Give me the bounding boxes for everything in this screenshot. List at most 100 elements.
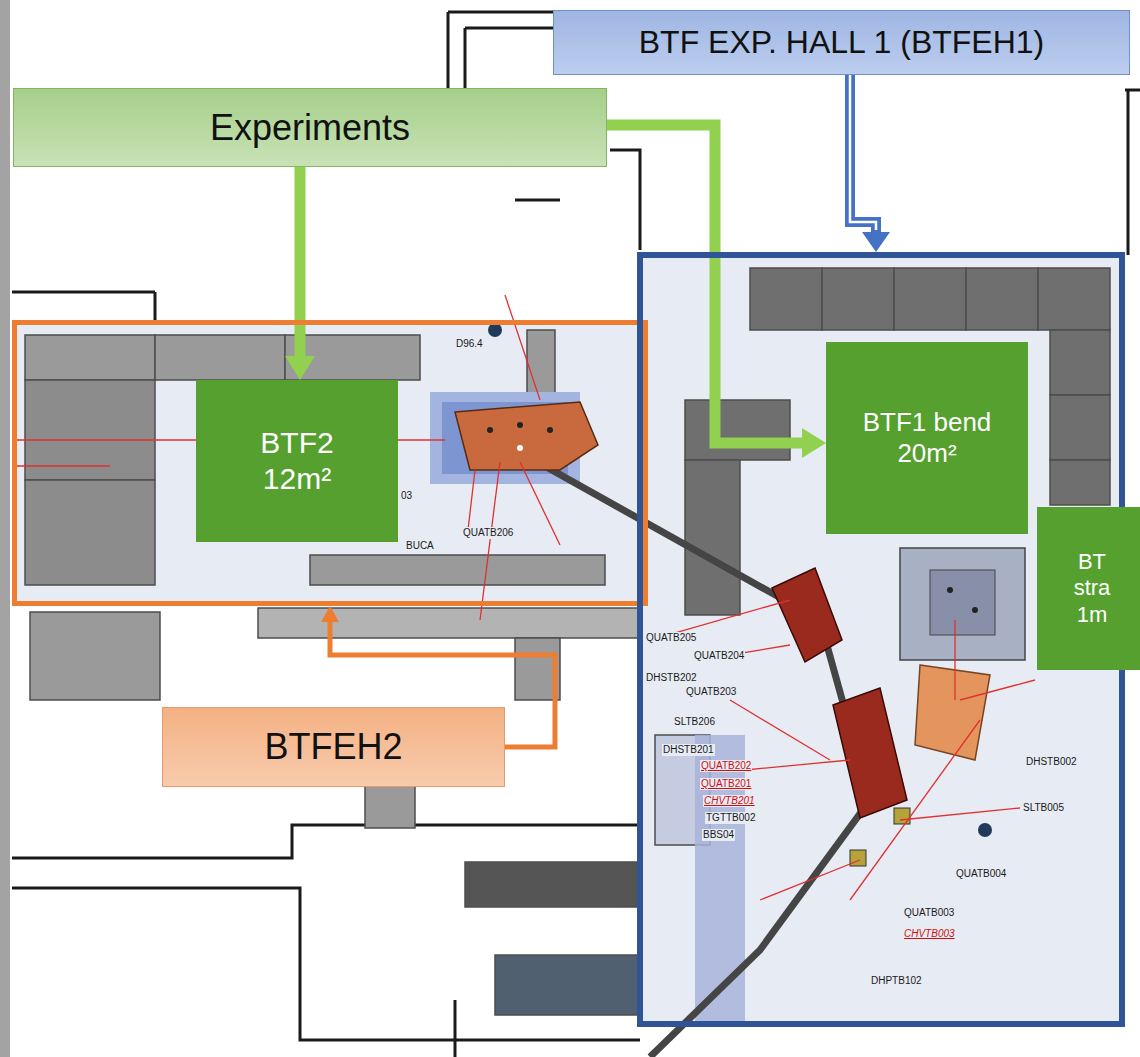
part-label: D96.4: [455, 338, 484, 350]
bolt: [947, 587, 953, 593]
wall: [12, 292, 155, 320]
leader-line: [954, 620, 955, 700]
leader-line: [468, 470, 475, 530]
part-label: QUATB004: [955, 868, 1007, 880]
part-label: DHSTB201: [662, 744, 715, 756]
shield-block: [310, 555, 605, 585]
shield-block: [966, 268, 1038, 330]
area-box: BT stra 1m: [1037, 507, 1140, 670]
shield-block: [365, 780, 415, 828]
hall-label: BTFEH2: [162, 707, 505, 787]
part-label: QUATB203: [685, 686, 737, 698]
experiment-setup: [900, 548, 1025, 660]
quadrupole: [894, 808, 910, 824]
bolt: [517, 445, 523, 451]
shielding-blocks: [25, 268, 1110, 1015]
hall-label: BTF EXP. HALL 1 (BTFEH1): [553, 10, 1130, 75]
part-label: DHSTB202: [645, 672, 698, 684]
shield-block: [894, 268, 966, 330]
shield-block: [25, 480, 155, 585]
wall: [610, 150, 640, 250]
bolt: [547, 427, 553, 433]
person-icon: [978, 823, 992, 837]
wall: [515, 199, 560, 202]
leader-line: [14, 465, 110, 466]
arrow-inner-line: [850, 75, 876, 230]
shield-block: [1050, 460, 1110, 505]
shield-block: [750, 268, 822, 330]
part-label: SLTB005: [1022, 802, 1065, 814]
part-label: DHPTB102: [870, 975, 923, 987]
part-label: CHVTB003: [903, 928, 956, 940]
dipole-magnet: [833, 688, 907, 818]
wall: [465, 28, 553, 90]
part-label: 03: [400, 490, 413, 502]
magnet: [915, 665, 990, 760]
part-label: QUATB205: [645, 632, 697, 644]
part-label: QUATB204: [693, 650, 745, 662]
shield-block: [30, 612, 160, 700]
leader-lines: [14, 295, 1035, 900]
part-label: BUCA: [405, 540, 435, 552]
part-label: QUATB206: [462, 527, 514, 539]
group-label: Experiments: [13, 88, 607, 167]
part-label: QUATB202: [700, 760, 752, 772]
shield-block: [822, 268, 894, 330]
area-box: BTF2 12m²: [196, 380, 398, 542]
beam-pipe: [525, 455, 870, 1057]
box-text: BT stra 1m: [1065, 549, 1120, 628]
wall: [454, 1000, 457, 1057]
part-label: BBS04: [702, 829, 735, 841]
shield-block: [495, 955, 640, 1015]
shield-block: [25, 335, 155, 380]
leader-line: [760, 860, 860, 900]
box-text: BTF EXP. HALL 1 (BTFEH1): [639, 23, 1044, 61]
hall-region: QUATB205DHSTB202 QUATB204QUATB203SLTB206D…: [637, 252, 1125, 1027]
bolt: [517, 422, 523, 428]
shield-block: [258, 608, 638, 638]
hall-region: D96.4 03BUCA QUATB206 BTF2 12m²: [12, 320, 648, 606]
wall: [12, 888, 640, 1040]
shield-block: [25, 380, 155, 480]
leader-line: [520, 462, 560, 545]
part-label: CHVTB201: [703, 795, 756, 807]
leader-line: [960, 680, 1035, 700]
part-label: SLTB206: [673, 716, 716, 728]
area-box: BTF1 bend 20m²: [826, 342, 1028, 534]
beamline: [430, 323, 1025, 1057]
dipole-magnet: [455, 402, 598, 470]
leader-line: [480, 462, 500, 620]
box-text: BTFEH2: [264, 725, 402, 768]
shield-block: [155, 335, 285, 380]
part-label: QUATB003: [903, 907, 955, 919]
bolt: [487, 427, 493, 433]
wall: [1125, 90, 1140, 255]
leader-line: [505, 295, 540, 400]
experiment-setup: [930, 570, 995, 635]
walls: [12, 12, 1140, 1057]
hall-floor: [14, 322, 646, 604]
wall: [12, 825, 640, 858]
person-icon: [488, 323, 502, 337]
part-label: DHSTB002: [1025, 756, 1078, 768]
box-text: BTF2 12m²: [252, 425, 342, 497]
box-text: Experiments: [210, 106, 410, 149]
part-label: TGTTB002: [705, 812, 756, 824]
leader-line: [745, 760, 850, 770]
shield-block: [465, 862, 640, 907]
shield-block: [1050, 330, 1110, 395]
shield-block: [1038, 268, 1110, 330]
bolt: [972, 607, 978, 613]
wall: [448, 12, 553, 90]
dipole-magnet: [772, 568, 842, 662]
shield-block: [685, 400, 790, 460]
box-text: BTF1 bend 20m²: [852, 407, 1002, 469]
shield-block: [685, 460, 740, 615]
photo-edge: [0, 0, 10, 1057]
flow-arrow: [295, 167, 306, 356]
part-label: QUATB201: [700, 778, 752, 790]
flow-arrow: [850, 75, 876, 232]
shield-block: [1050, 395, 1110, 460]
